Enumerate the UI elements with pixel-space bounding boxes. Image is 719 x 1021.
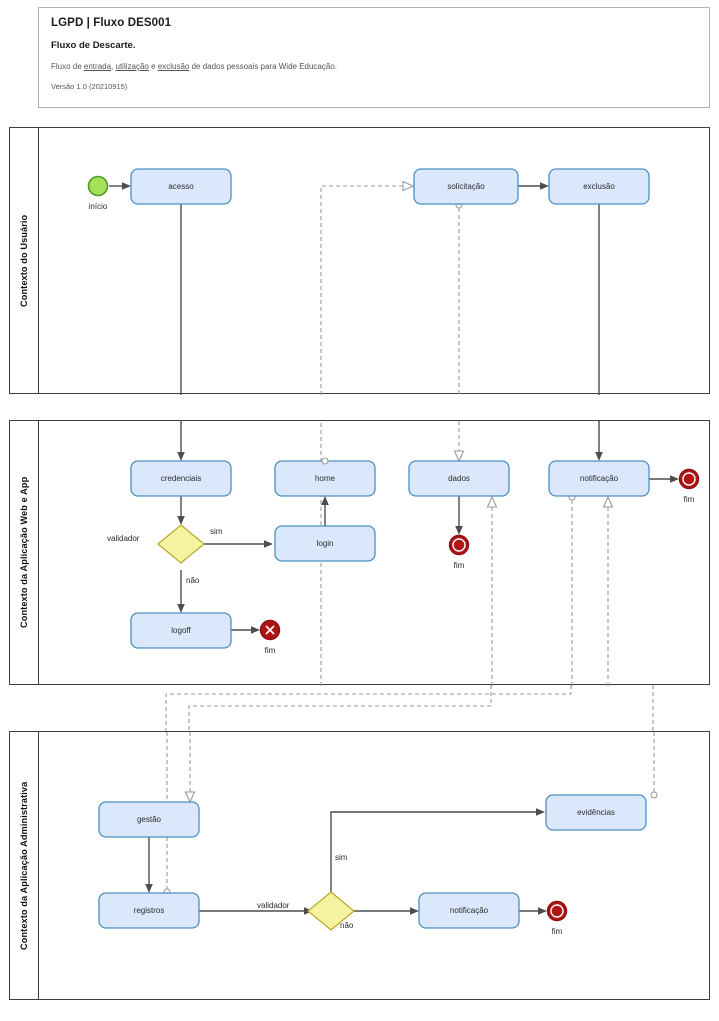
- edge-dashed-notificacao-evidencias: [568, 493, 576, 686]
- description-link-utilizacao: utilização: [115, 62, 149, 71]
- node-fim-dados-label: fim: [454, 561, 465, 570]
- node-notificacao-admin-label: notificação: [450, 906, 489, 915]
- node-acesso-label: acesso: [168, 182, 194, 191]
- lane-admin: Contexto da Aplicação Administrativa: [9, 731, 710, 1000]
- edge-label-nao-admin: não: [340, 921, 354, 930]
- edge-inicio-acesso: [109, 182, 131, 190]
- node-validador-app[interactable]: validador: [107, 524, 205, 564]
- node-fim-logoff-label: fim: [265, 646, 276, 655]
- document-header: LGPD | Fluxo DES001 Fluxo de Descarte. F…: [38, 7, 710, 108]
- edge-validador-logoff-nao: não: [177, 570, 200, 613]
- description-sep-2: e: [148, 62, 158, 71]
- description-prefix: Fluxo de: [51, 62, 84, 71]
- node-logoff[interactable]: logoff: [130, 612, 232, 649]
- description-link-exclusao: exclusão: [157, 62, 190, 71]
- edge-dashed-evidencias-origin: [650, 732, 658, 799]
- document-version: Versão 1.0 (20210915): [51, 82, 128, 91]
- node-registros-label: registros: [134, 906, 165, 915]
- lane-web-app-header: Contexto da Aplicação Web e App: [10, 421, 39, 684]
- edge-dashed-into-gestao: [184, 732, 196, 804]
- node-fim-notificacao-admin[interactable]: fim: [546, 900, 568, 937]
- node-login-label: login: [317, 539, 334, 548]
- node-notificacao-app-label: notificação: [580, 474, 619, 483]
- edge-dashed-to-solicitacao: [320, 180, 415, 395]
- node-validador-admin-label: validador: [257, 901, 290, 910]
- node-dados[interactable]: dados: [408, 460, 510, 497]
- edge-logoff-fim: [231, 626, 260, 634]
- description-sep-1: ,: [111, 62, 116, 71]
- node-gestao-label: gestão: [137, 815, 162, 824]
- document-subtitle: Fluxo de Descarte.: [51, 40, 136, 51]
- edge-validador-login-sim: sim: [204, 527, 273, 548]
- lane-usuario-header: Contexto do Usuário: [10, 128, 39, 393]
- edge-notificacao-app-fim: [649, 475, 679, 483]
- edge-notificacao-admin-fim: [519, 907, 547, 915]
- node-exclusao[interactable]: exclusão: [548, 168, 650, 205]
- node-evidencias-label: evidências: [577, 808, 615, 817]
- interlane-routing: [165, 685, 654, 731]
- node-gestao[interactable]: gestão: [98, 801, 200, 838]
- edge-label-sim-admin: sim: [335, 853, 348, 862]
- node-inicio[interactable]: início: [87, 175, 109, 212]
- node-exclusao-label: exclusão: [583, 182, 615, 191]
- edge-label-nao-app: não: [186, 576, 200, 585]
- description-suffix: de dados pessoais para Wide Educação.: [189, 62, 337, 71]
- edge-dashed-into-dados: [453, 421, 465, 463]
- node-fim-dados[interactable]: fim: [448, 534, 470, 571]
- node-login[interactable]: login: [274, 525, 376, 562]
- edge-dashed-solicitacao-dados: [455, 201, 463, 395]
- lane-usuario: Contexto do Usuário: [9, 127, 710, 395]
- node-validador-admin[interactable]: validador: [257, 891, 355, 931]
- node-notificacao-app[interactable]: notificação: [548, 460, 650, 497]
- route-notificacao-to-registros: [165, 685, 572, 731]
- lane-admin-canvas: sim não gestão: [98, 732, 658, 937]
- edge-dashed-into-notificacao-app: [602, 495, 614, 686]
- lane-admin-header: Contexto da Aplicação Administrativa: [10, 732, 39, 999]
- node-evidencias[interactable]: evidências: [545, 794, 647, 831]
- edge-credenciais-validador: [177, 496, 185, 525]
- node-fim-notificacao-app-label: fim: [684, 495, 695, 504]
- edge-login-home: [321, 496, 329, 526]
- lane-web-app: Contexto da Aplicação Web e App sim: [9, 420, 710, 686]
- node-notificacao-admin[interactable]: notificação: [418, 892, 520, 929]
- edge-gestao-registros: [145, 837, 153, 893]
- edge-solicitacao-exclusao: [518, 182, 549, 190]
- node-dados-label: dados: [448, 474, 470, 483]
- node-acesso[interactable]: acesso: [130, 168, 232, 205]
- node-home-label: home: [315, 474, 336, 483]
- page-title: LGPD | Fluxo DES001: [51, 17, 172, 29]
- node-solicitacao-label: solicitação: [447, 182, 485, 191]
- edge-label-sim-app: sim: [210, 527, 223, 536]
- node-fim-logoff[interactable]: fim: [259, 619, 281, 656]
- node-fim-notificacao-app[interactable]: fim: [678, 468, 700, 505]
- node-validador-app-label: validador: [107, 534, 140, 543]
- edge-dados-fim: [455, 496, 463, 535]
- node-credenciais-label: credenciais: [161, 474, 201, 483]
- edge-into-notificacao-app: [595, 421, 603, 461]
- node-credenciais[interactable]: credenciais: [130, 460, 232, 497]
- route-to-gestao: [188, 685, 492, 731]
- node-solicitacao[interactable]: solicitação: [413, 168, 519, 205]
- description-link-entrada: entrada: [83, 62, 112, 71]
- edge-into-credenciais: [177, 421, 185, 461]
- node-fim-notificacao-admin-label: fim: [552, 927, 563, 936]
- edge-validador-notificacao-nao: não: [340, 907, 419, 930]
- edge-dashed-registros-dados: [486, 495, 498, 686]
- node-home[interactable]: home: [274, 457, 376, 497]
- document-description: Fluxo de entrada, utilização e exclusão …: [51, 62, 697, 71]
- lane-usuario-canvas: início acesso solicitação exclusão: [87, 168, 650, 395]
- edge-registros-validador: [199, 907, 313, 915]
- edge-validador-evidencias-sim: sim: [330, 808, 545, 892]
- lane-web-app-canvas: sim não: [107, 421, 700, 686]
- node-registros[interactable]: registros: [98, 892, 200, 929]
- node-inicio-label: início: [89, 202, 108, 211]
- node-logoff-label: logoff: [171, 626, 191, 635]
